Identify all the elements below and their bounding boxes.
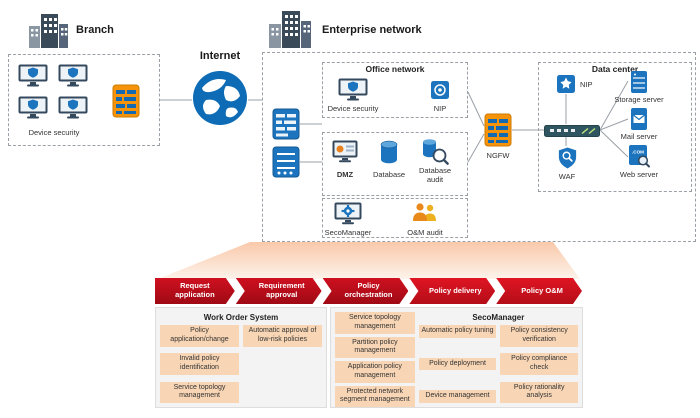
data-center-box [538,62,692,192]
storage-server-label: Storage server [614,95,664,104]
stage-label: Request application [175,281,215,299]
policy-item: Policy application/change [160,325,239,347]
device-security-icon [58,64,88,93]
policy-item: Policy rationality analysis [500,381,579,403]
seco-column-2: Automatic policy tuning Policy deploymen… [418,325,497,403]
secomanager-icon [334,202,362,231]
office-nip-label: NIP [433,104,447,113]
stage-request-application: Request application [155,278,235,304]
stage-requirement-approval: Requirement approval [236,278,322,304]
internet-label: Internet [199,50,241,62]
work-order-system-panel: Work Order System Policy application/cha… [155,307,327,408]
om-audit-label: O&M audit [407,228,443,237]
office-network-title: Office network [365,64,425,74]
wos-column-1: Policy application/change Invalid policy… [160,325,239,403]
policy-item: Invalid policy identification [160,353,239,375]
secomanager-title: SecoManager [472,313,525,322]
core-router-icon [272,108,300,145]
branch-title: Branch [76,24,114,36]
office-network-box [322,62,468,118]
seco-column-1: Service topology management Partition po… [335,312,415,407]
policy-item: Service topology management [160,381,239,403]
stage-label: Requirement approval [258,281,305,299]
policy-item: Partition policy management [335,336,415,358]
waf-label: WAF [558,172,576,181]
stage-policy-delivery: Policy delivery [409,278,495,304]
enterprise-zone-box [262,52,696,242]
dc-nip-icon [556,74,576,99]
policy-item: Device management [418,390,497,403]
policy-item: Policy deployment [418,357,497,371]
secomanager-label: SecoManager [324,228,372,237]
policy-item: Protected network segment management [335,385,415,407]
dc-nip-label: NIP [580,80,593,89]
internet-globe-icon [192,70,248,131]
enterprise-title: Enterprise network [322,24,422,36]
policy-item: Policy compliance check [500,353,579,375]
ngfw-firewall-icon [484,112,512,153]
wos-column-2: Automatic approval of low-risk policies [243,325,322,403]
database-audit-icon [422,138,449,170]
ngfw-label: NGFW [486,151,510,160]
stage-policy-om: Policy O&M [496,278,582,304]
work-order-system-title: Work Order System [203,313,279,322]
policy-item: Policy consistency verification [500,325,579,347]
lan-switch-icon [544,124,600,142]
office-nip-icon [430,80,450,105]
enterprise-building-icon [266,8,314,53]
seco-column-3: Policy consistency verification Policy c… [500,325,579,403]
device-security-icon [18,96,48,125]
device-security-icon [58,96,88,125]
branch-zone-box [8,54,160,146]
dmz-box [322,132,468,196]
stage-label: Policy delivery [429,285,482,295]
device-security-icon [18,64,48,93]
policy-item: Automatic policy tuning [418,325,497,338]
database-label: Database [372,170,406,179]
mail-server-icon [630,107,648,136]
secomanager-panel: Service topology management Partition po… [330,307,583,408]
database-icon [380,140,398,169]
policy-item: Automatic approval of low-risk policies [243,325,322,347]
management-box [322,198,468,238]
database-audit-label: Database audit [418,166,452,184]
dmz-server-icon [332,140,358,169]
data-center-title: Data center [591,64,639,74]
firewall-icon [112,84,140,123]
office-device-security-icon [338,78,368,107]
branch-device-security-label: Device security [28,128,80,137]
process-stage-bar: Request application Requirement approval… [155,278,583,304]
branch-building-icon [26,10,70,53]
office-device-security-label: Device security [327,104,379,113]
funnel-shape [157,242,581,279]
policy-item: Service topology management [335,312,415,334]
web-server-icon: .COM [628,144,651,173]
dmz-label: DMZ [336,170,354,179]
stage-label: Policy orchestration [344,281,393,299]
policy-item: Application policy management [335,361,415,383]
mail-server-label: Mail server [620,132,658,141]
web-server-icon-text: .COM [632,150,644,155]
om-audit-icon [410,202,440,229]
storage-server-icon [630,70,648,99]
waf-icon [556,146,579,175]
core-switch-icon [272,146,300,183]
web-server-label: Web server [619,170,659,179]
stage-label: Policy O&M [521,285,563,295]
stage-policy-orchestration: Policy orchestration [323,278,409,304]
